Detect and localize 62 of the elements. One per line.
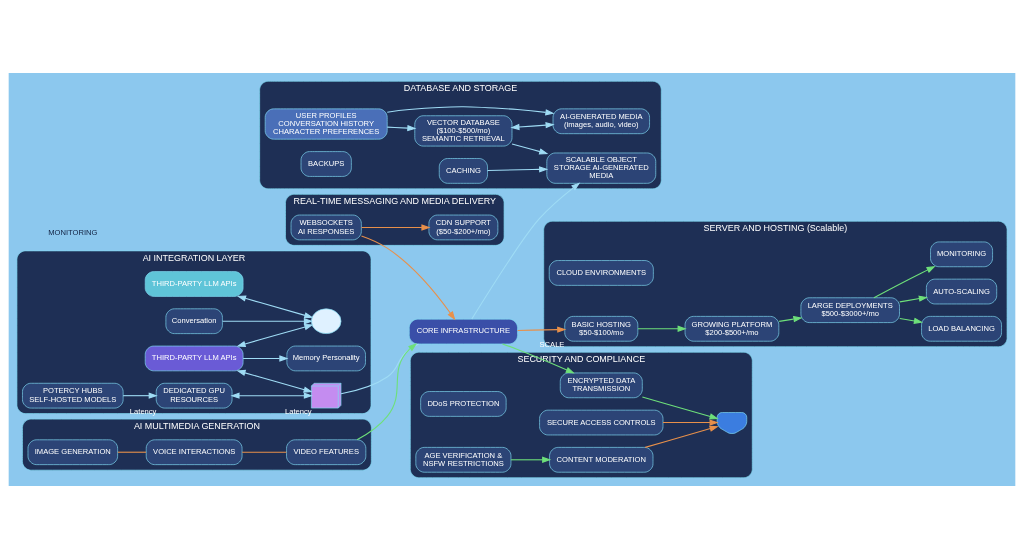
node-box: BASIC HOSTING $50-$100/mo (564, 316, 639, 342)
node-box: IMAGE GENERATION (27, 439, 118, 465)
node-box: Memory Personality (286, 345, 366, 372)
node-box: AGE VERIFICATION & NSFW RESTRICTIONS (415, 447, 512, 473)
arrow (641, 396, 719, 420)
arrow (662, 419, 719, 426)
node-box: POTERCY HUBS SELF-HOSTED MODELS (22, 382, 124, 409)
arrow (122, 392, 158, 399)
node-box: GROWING PLATFORM $200-$500+/mo (684, 316, 780, 342)
arrow (386, 124, 417, 132)
node-box: CONTENT MODERATION (549, 447, 654, 473)
arrow (471, 182, 581, 320)
arrow (360, 224, 431, 231)
arrow (360, 235, 456, 321)
node-box: BACKUPS (300, 151, 352, 177)
node-box: DEDICATED GPU RESOURCES (155, 382, 233, 409)
node-shield (716, 412, 748, 434)
node-box: SECURE ACCESS CONTROLS (539, 409, 664, 436)
connector (340, 343, 420, 395)
node-box: MONITORING (930, 241, 993, 268)
node-box: VIDEO FEATURES (286, 439, 367, 465)
node-box: LARGE DEPLOYMENTS $500-$3000+/mo (800, 297, 900, 323)
arrow (386, 106, 555, 116)
node-box: AUTO-SCALING (926, 278, 998, 305)
arrow (356, 343, 418, 441)
arrow (236, 369, 313, 393)
node-box: CDN SUPPORT ($50-$200+/mo) (428, 214, 499, 241)
node-box: WEBSOCKETS AI RESPONSES (290, 214, 362, 241)
node-box: SCALABLE OBJECT STORAGE AI-GENERATED MEDIA (546, 152, 657, 184)
node-box: USER PROFILES CONVERSATION HISTORY CHARACTER PREFERENCES (264, 108, 388, 140)
node-cloud (311, 308, 342, 334)
node-box: THIRD-PARTY LLM APIs (144, 345, 244, 372)
node-box: ENCRYPTED DATA TRANSMISSION (559, 372, 643, 399)
arrow (644, 425, 719, 448)
connector (117, 451, 147, 453)
node-box: CACHING (438, 158, 488, 184)
node-box: THIRD-PARTY LLM APIs (144, 271, 244, 297)
arrow (637, 325, 687, 332)
node-box: AI-GENERATED MEDIA (images, audio, video) (552, 108, 650, 134)
arrow (873, 266, 936, 299)
arrow (510, 456, 552, 463)
node-box: VECTOR DATABASE ($100-$500/mo) SEMANTIC RETRIEVAL (414, 115, 513, 147)
arrow (899, 295, 928, 303)
node-box: CORE INFRASTRUCTURE (408, 318, 518, 345)
node-box: CLOUD ENVIRONMENTS (548, 260, 654, 286)
arrow (230, 392, 313, 399)
arrow (511, 143, 549, 155)
arrow (510, 121, 555, 131)
arrow (517, 326, 567, 333)
node-box: VOICE INTERACTIONS (145, 439, 243, 465)
arrow (236, 295, 314, 319)
arrow (242, 355, 289, 362)
arrow (222, 318, 313, 325)
arrow (899, 317, 923, 324)
label: MONITORING (48, 227, 98, 237)
arrow (778, 315, 803, 323)
arrow (487, 166, 549, 173)
node-box: DDoS PROTECTION (420, 391, 507, 417)
node-box: Conversation (165, 308, 223, 334)
node-box: LOAD BALANCING (921, 316, 1002, 342)
arrow (236, 324, 314, 347)
connector (241, 451, 287, 453)
